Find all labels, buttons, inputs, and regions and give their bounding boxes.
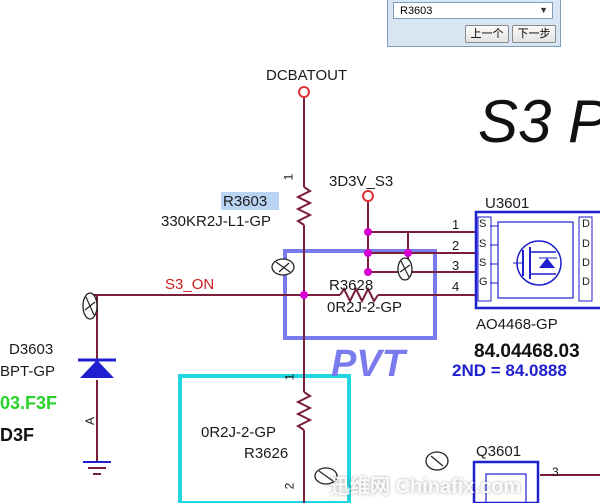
d3603-part: BPT-GP <box>0 363 56 380</box>
d3f-label: D3F <box>0 425 35 445</box>
q3601-pin3: 3 <box>552 465 559 479</box>
r3628-ref: R3628 <box>329 277 374 294</box>
q3601-inner <box>485 473 527 503</box>
q3601-body <box>472 460 540 503</box>
u3601-pin-1: 1 <box>452 217 460 232</box>
r3626-pin1: 1 <box>282 373 297 381</box>
dcbatout-terminal <box>298 86 310 98</box>
r3626-ref: R3626 <box>244 445 289 462</box>
u3601-pin-2: 2 <box>452 238 460 253</box>
u3601-lpin-s3: S <box>479 257 487 269</box>
u3601-pin-3: 3 <box>452 258 460 273</box>
u3601-rpin-d3: D <box>582 257 590 269</box>
u3601-lpin-s2: S <box>479 238 487 250</box>
r3603-ref: R3603 <box>223 193 268 210</box>
u3601-rpin-d1: D <box>582 218 590 230</box>
find-toolbar: R3603 ▼ 上一个 下一步 <box>387 0 561 47</box>
junctions <box>300 228 412 299</box>
d3603-diode <box>78 358 116 378</box>
cyan-box <box>178 374 351 503</box>
u3601-lpin-s1: S <box>479 218 487 230</box>
sheet-title: S3 P <box>478 88 600 155</box>
net-3d3v-s3: 3D3V_S3 <box>329 173 394 190</box>
d3603-ref: D3603 <box>9 341 54 358</box>
net-dcbatout: DCBATOUT <box>266 67 348 84</box>
u3601-second: 2ND = 84.0888 <box>452 361 567 380</box>
u3601-pin-4: 4 <box>452 279 460 294</box>
watermark: 迅维网 Chinafix.com <box>330 476 522 498</box>
prev-button[interactable]: 上一个 <box>465 25 509 43</box>
testpoint-marks <box>84 260 444 482</box>
pvt-label: PVT <box>331 343 405 385</box>
u3601-rpin-d2: D <box>582 238 590 250</box>
u3601-part: AO4468-GP <box>476 316 558 333</box>
u3601-ic <box>474 210 600 310</box>
u3601-pn: 84.04468.03 <box>474 341 580 362</box>
r3626-value: 0R2J-2-GP <box>201 424 277 441</box>
next-button[interactable]: 下一步 <box>512 25 556 43</box>
u3601-ref: U3601 <box>485 195 530 212</box>
find-select[interactable]: R3603 ▼ <box>393 2 553 19</box>
chevron-down-icon: ▼ <box>539 5 548 15</box>
d3603-anode: A <box>83 416 98 426</box>
find-select-value: R3603 <box>400 5 433 17</box>
net-s3-on: S3_ON <box>165 276 215 293</box>
u3601-lpin-g: G <box>479 276 488 288</box>
u3601-rpin-d4: D <box>582 276 590 288</box>
v3d3-terminal <box>362 190 374 202</box>
r3626-pin2: 2 <box>282 482 297 490</box>
d3603-code: 03.F3F <box>0 393 58 413</box>
q3601-ref: Q3601 <box>476 443 522 460</box>
r3603-pin1: 1 <box>281 173 296 181</box>
r3603-highlight <box>221 192 279 210</box>
r3603-value: 330KR2J-L1-GP <box>161 213 272 230</box>
r3628-value: 0R2J-2-GP <box>327 299 403 316</box>
